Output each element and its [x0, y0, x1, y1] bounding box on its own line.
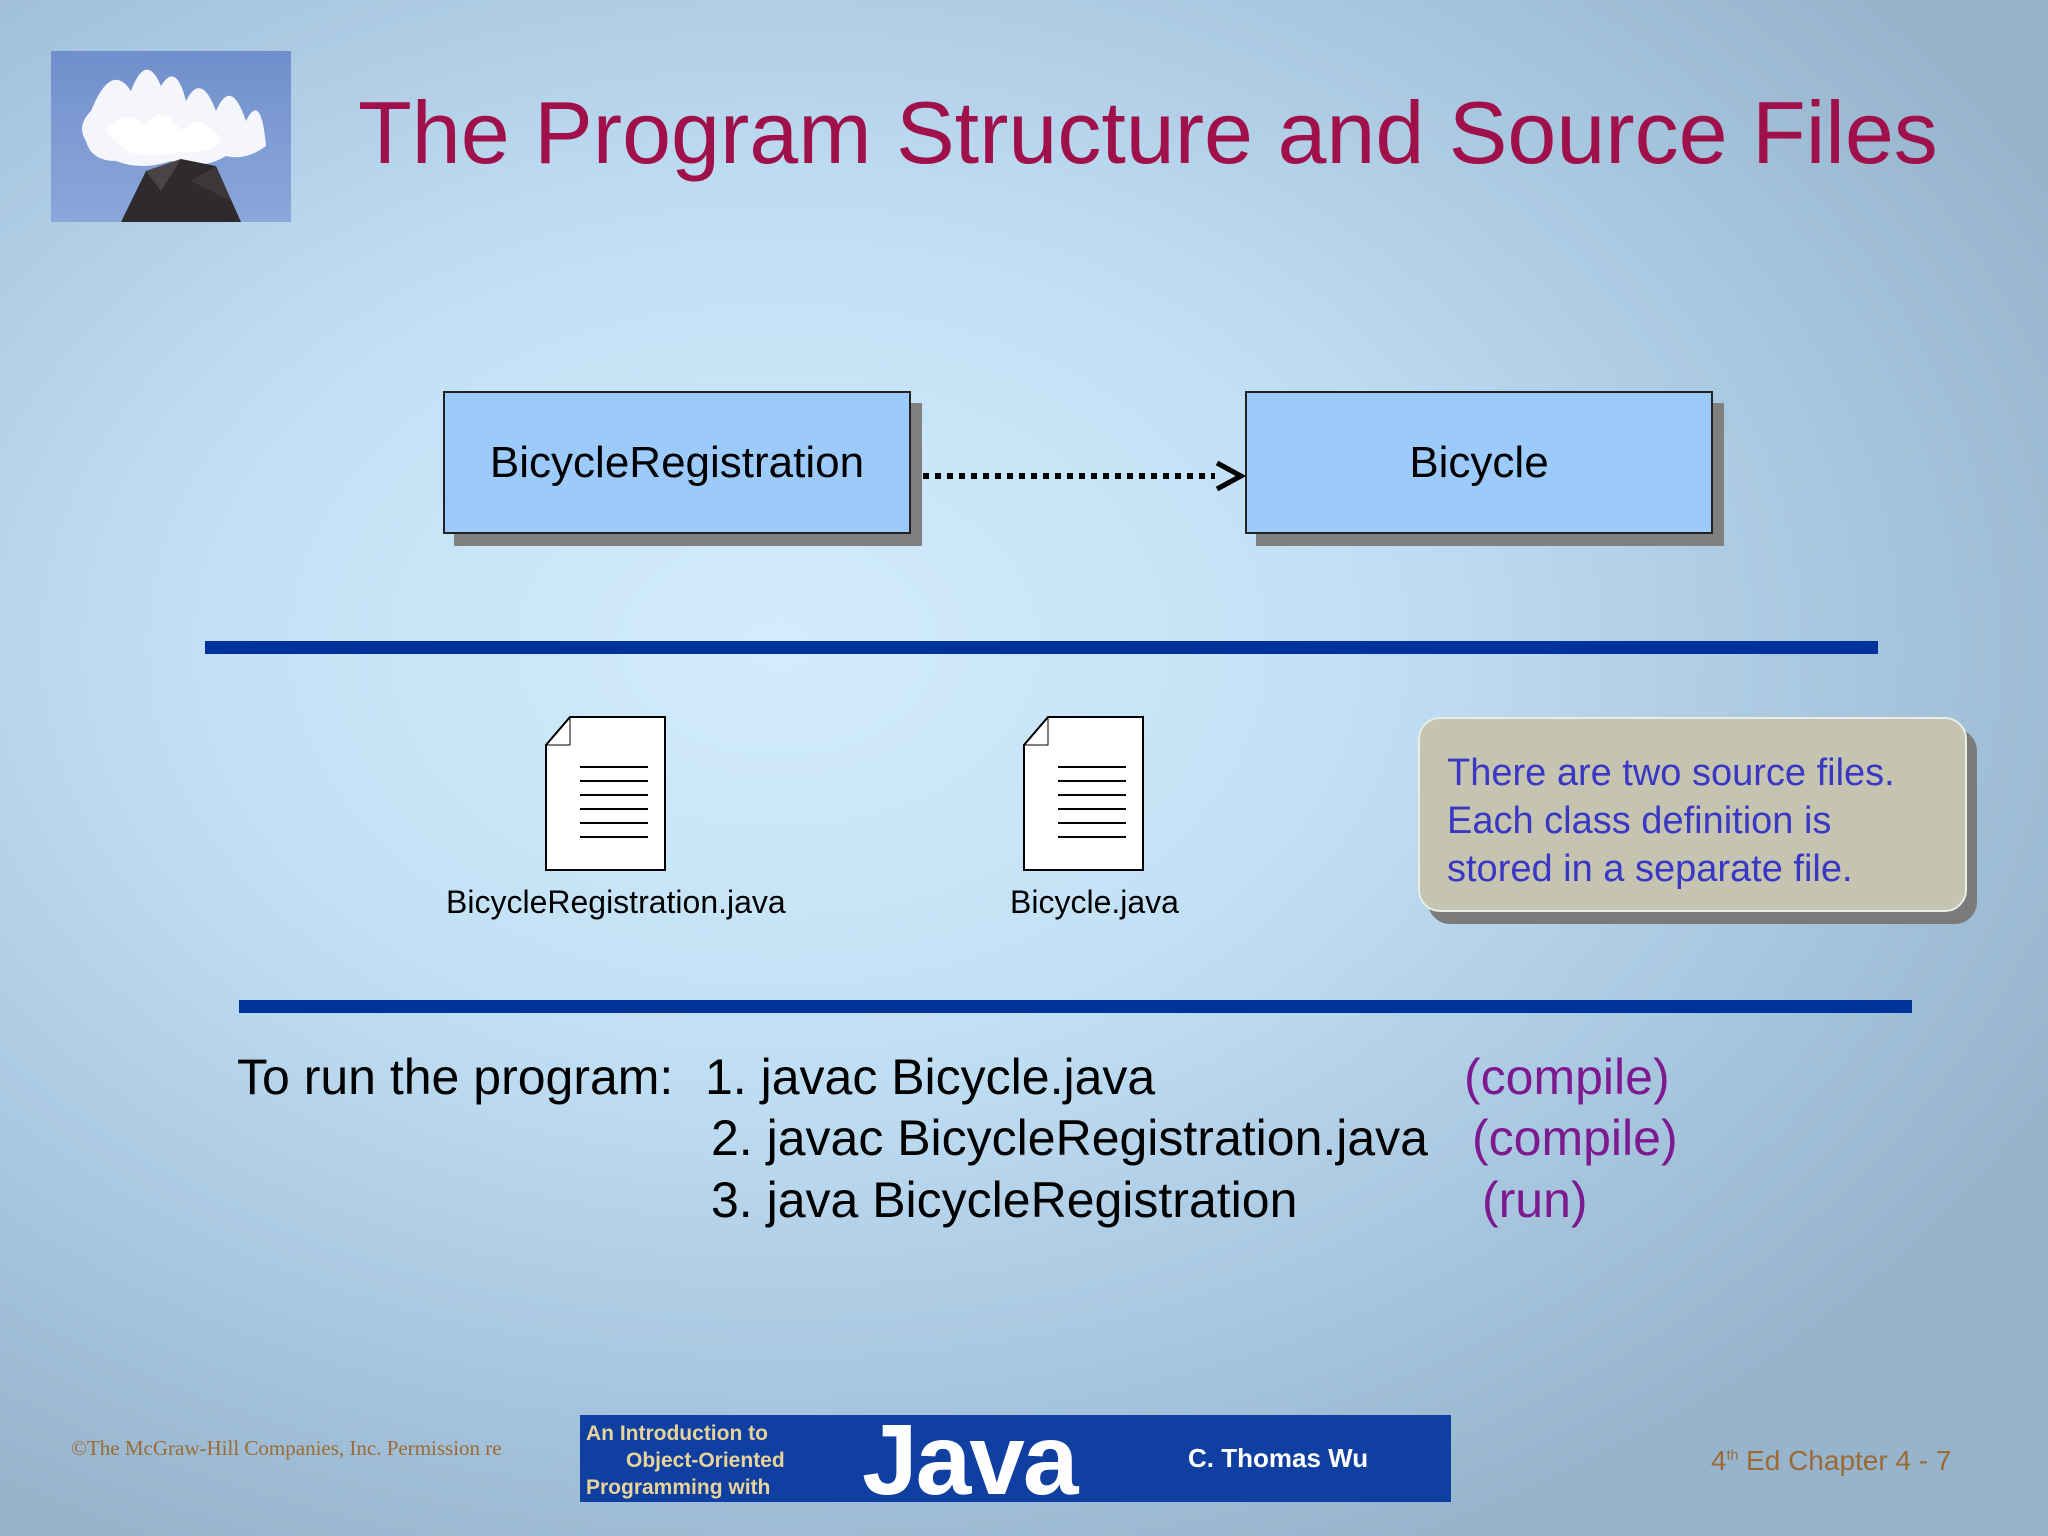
divider-top [205, 641, 1878, 654]
wave-photo [51, 51, 291, 222]
page-label: Ed Chapter 4 - 7 [1738, 1445, 1952, 1476]
banner-java-logo: Java [862, 1404, 1078, 1516]
class-box-bicycle: Bicycle [1245, 391, 1713, 534]
copyright-notice: ©The McGraw-Hill Companies, Inc. Permiss… [71, 1436, 502, 1460]
run-step-tag: (compile) [1464, 1049, 1670, 1105]
file-label-bicycleregistration: BicycleRegistration.java [446, 884, 786, 920]
note-line: There are two source files. [1447, 752, 1895, 794]
banner-author: C. Thomas Wu [1188, 1443, 1369, 1473]
banner-intro-line: An Introduction to [586, 1422, 768, 1445]
note-line: Each class definition is [1447, 800, 1832, 842]
edition-number: 4 [1711, 1445, 1727, 1476]
banner-intro: An Introduction to Object-Oriented Progr… [586, 1420, 785, 1501]
class-label: Bicycle [1409, 437, 1549, 487]
run-step-command: 2. javac BicycleRegistration.java [711, 1110, 1428, 1166]
class-box-bicycleregistration: BicycleRegistration [443, 391, 911, 534]
book-banner: An Introduction to Object-Oriented Progr… [580, 1404, 1451, 1516]
run-step-command: 3. java BicycleRegistration [711, 1172, 1298, 1228]
class-label: BicycleRegistration [489, 437, 865, 487]
slide-title: The Program Structure and Source Files [358, 83, 1938, 182]
divider-bottom [239, 1000, 1912, 1013]
dependency-arrow [923, 460, 1247, 492]
run-step-tag: (compile) [1472, 1110, 1678, 1166]
page-number: 4th Ed Chapter 4 - 7 [1711, 1445, 1952, 1477]
banner-intro-line: Programming with [586, 1476, 771, 1499]
document-icon [1023, 716, 1144, 871]
callout-note: There are two source files. Each class d… [1418, 717, 1967, 912]
run-intro: To run the program: [237, 1049, 674, 1105]
edition-suffix: th [1726, 1446, 1739, 1463]
banner-intro-line: Object-Oriented [626, 1449, 785, 1472]
document-icon [545, 716, 666, 871]
note-line: stored in a separate file. [1447, 848, 1853, 890]
file-label-bicycle: Bicycle.java [1010, 884, 1179, 920]
run-step-tag: (run) [1482, 1172, 1588, 1228]
run-step-command: 1. javac Bicycle.java [705, 1049, 1156, 1105]
